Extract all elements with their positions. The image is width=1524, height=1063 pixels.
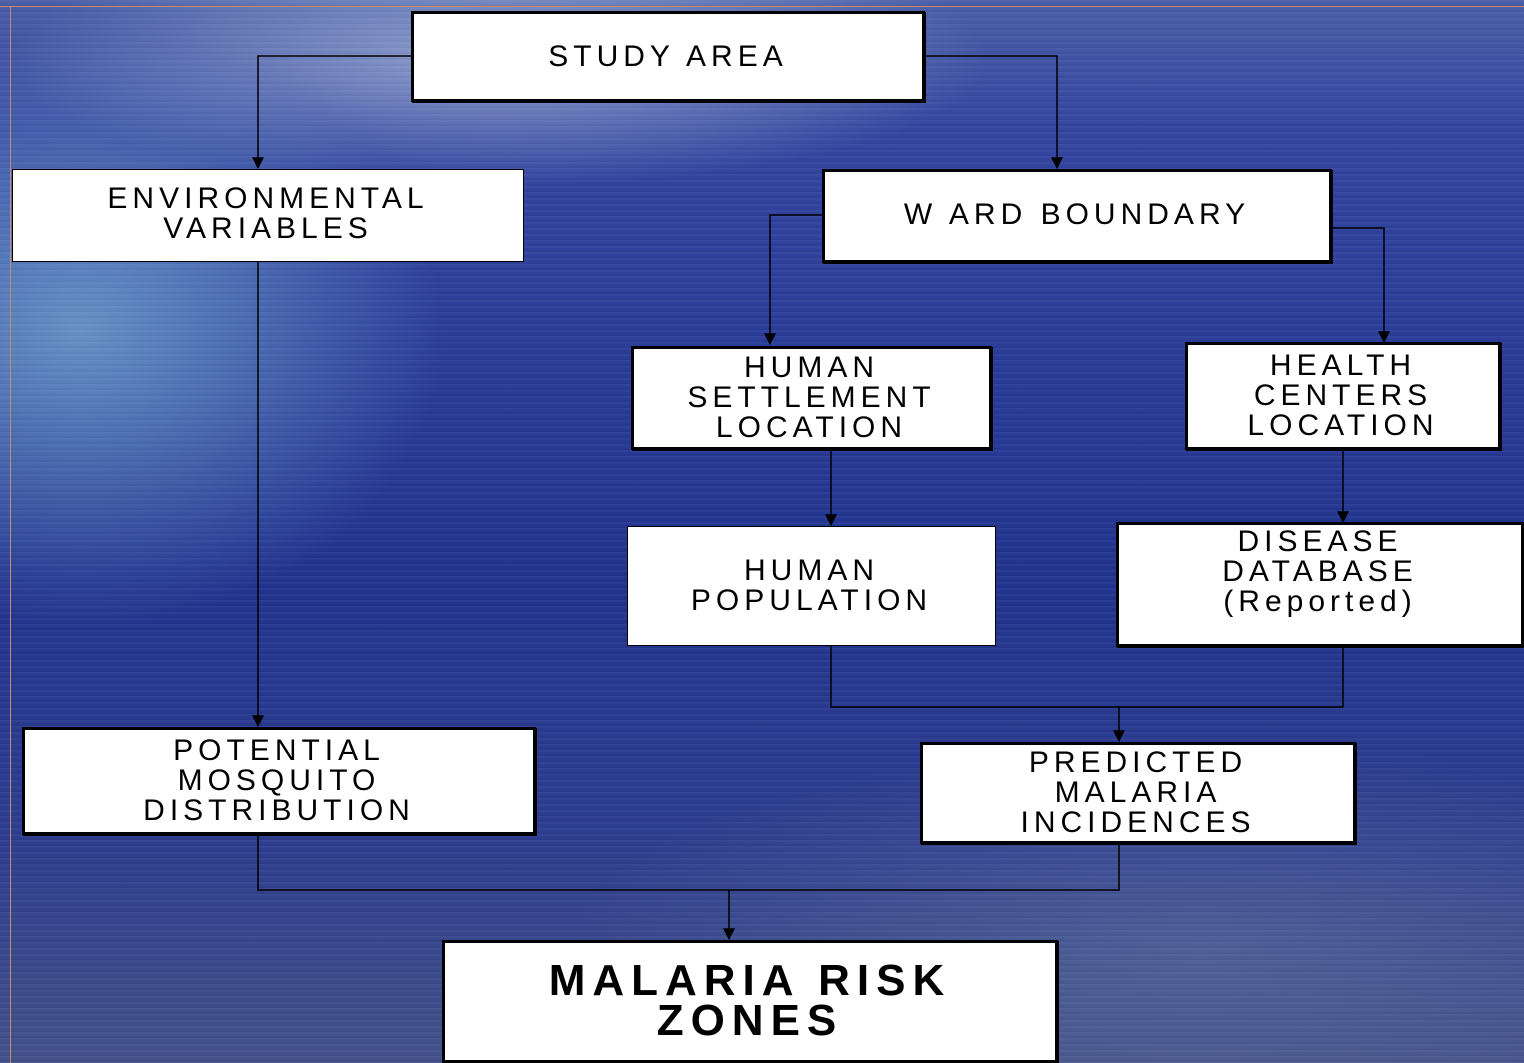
connector-population-to-predicted xyxy=(830,645,1119,708)
predicted-malaria-label-line-2: MALARIA xyxy=(1054,776,1222,809)
human-population-box: HUMAN POPULATION xyxy=(627,526,996,646)
disease-database-label-line-3: (Reported) xyxy=(1223,585,1417,618)
malaria-risk-zones-label-line-1: MALARIA RISK xyxy=(548,956,952,1005)
human-settlement-label-line-2: SETTLEMENT xyxy=(687,381,936,414)
study-area-label: STUDY AREA xyxy=(548,39,788,73)
potential-mosquito-label-line-3: DISTRIBUTION xyxy=(143,794,415,827)
connector-study-to-environmental xyxy=(252,55,411,170)
human-settlement-label-line-1: HUMAN xyxy=(744,351,879,384)
human-population-label-line-1: HUMAN xyxy=(744,554,879,587)
disease-database-label-line-2: DATABASE xyxy=(1222,555,1418,588)
health-centers-label-line-2: CENTERS xyxy=(1253,379,1433,412)
environmental-variables-box: ENVIRONMENTAL VARIABLES xyxy=(12,169,524,262)
potential-mosquito-distribution-box: POTENTIAL MOSQUITO DISTRIBUTION xyxy=(22,727,536,835)
connector-database-to-predicted xyxy=(1119,645,1344,708)
human-population-label-line-2: POPULATION xyxy=(690,584,933,617)
connector-mosquito-to-risk xyxy=(257,834,729,891)
connector-ward-to-health xyxy=(1331,227,1390,344)
study-area-box: STUDY AREA xyxy=(411,11,925,102)
frame-top-line xyxy=(0,6,1524,7)
environmental-variables-label-line-2: VARIABLES xyxy=(163,212,373,245)
health-centers-location-box: HEALTH CENTERS LOCATION xyxy=(1185,342,1501,450)
disease-database-label-line-1: DISEASE xyxy=(1237,525,1403,558)
environmental-variables-label-line-1: ENVIRONMENTAL xyxy=(107,182,429,215)
predicted-malaria-incidences-box: PREDICTED MALARIA INCIDENCES xyxy=(920,742,1356,844)
connector-ward-to-settlement xyxy=(764,214,823,346)
malaria-risk-zones-box: MALARIA RISK ZONES xyxy=(442,940,1058,1063)
health-centers-label-line-1: HEALTH xyxy=(1269,349,1417,382)
frame-left-line xyxy=(10,6,11,1063)
predicted-malaria-label-line-3: INCIDENCES xyxy=(1020,806,1256,839)
connector-predicted-to-risk xyxy=(729,843,1120,891)
ward-boundary-box: W ARD BOUNDARY xyxy=(822,169,1332,263)
human-settlement-label-line-3: LOCATION xyxy=(715,411,908,444)
human-settlement-location-box: HUMAN SETTLEMENT LOCATION xyxy=(631,346,992,450)
connector-study-to-ward xyxy=(925,55,1063,170)
potential-mosquito-label-line-2: MOSQUITO xyxy=(177,764,381,797)
ward-boundary-label: W ARD BOUNDARY xyxy=(903,198,1251,231)
disease-database-box: DISEASE DATABASE (Reported) xyxy=(1116,522,1524,647)
potential-mosquito-label-line-1: POTENTIAL xyxy=(173,734,385,767)
malaria-risk-zones-label-line-2: ZONES xyxy=(656,996,844,1045)
predicted-malaria-label-line-1: PREDICTED xyxy=(1028,746,1248,779)
health-centers-label-line-3: LOCATION xyxy=(1247,409,1439,442)
